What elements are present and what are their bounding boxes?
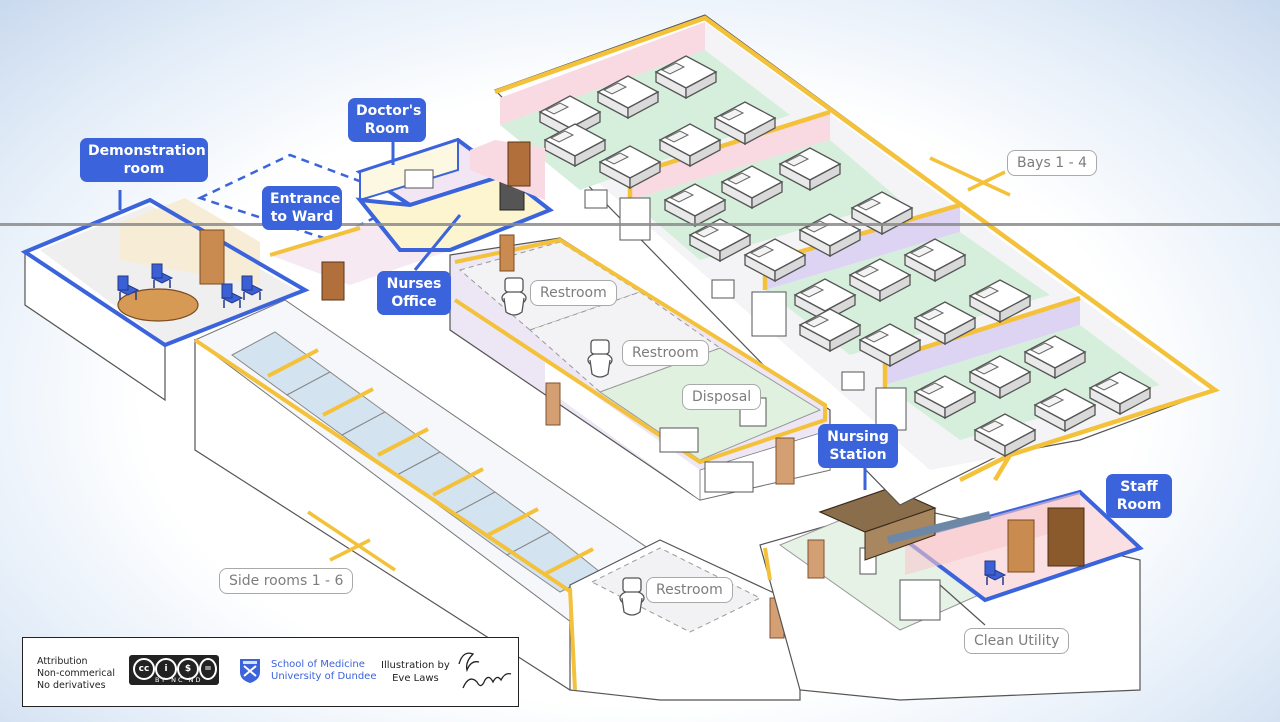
door-icon — [499, 234, 515, 272]
whiteboard — [404, 169, 434, 189]
staff-room-label: Staff Room — [1106, 474, 1172, 518]
restroom-top-label: Restroom — [530, 280, 617, 306]
door-icon — [545, 382, 561, 426]
bookshelf — [1047, 507, 1085, 567]
staff-room-wall — [905, 492, 1080, 575]
bay-furniture — [584, 189, 907, 431]
label-line: Nursing — [827, 429, 889, 445]
demonstration-room-label: Demonstration room — [80, 138, 208, 182]
toilet-icon — [587, 339, 613, 378]
by-circle: i — [155, 658, 177, 680]
label-line: Staff — [1120, 479, 1158, 495]
disposal-label: Disposal — [682, 384, 762, 410]
nd-circle: = — [199, 658, 217, 680]
side-rooms-label: Side rooms 1 - 6 — [219, 568, 354, 594]
bottom-restroom-walls — [568, 587, 577, 691]
label-line: Doctor's — [356, 103, 422, 119]
bays-pointer — [929, 156, 1011, 197]
toilet-icon — [619, 577, 645, 616]
label-line: Station — [829, 447, 887, 463]
entrance-to-ward-label: Entrance to Ward — [262, 186, 342, 230]
label-line: Demonstration — [88, 143, 206, 159]
restroom-middle-label: Restroom — [622, 340, 709, 366]
demo-room-wall — [120, 198, 260, 285]
side-room-walls — [193, 338, 594, 600]
bays-label: Bays 1 - 4 — [1007, 150, 1097, 176]
side-rooms-pointer-2 — [329, 538, 371, 562]
clean-utility-pointer — [939, 584, 986, 626]
license-line: Non-commerical — [37, 668, 115, 679]
clean-utility-walls — [763, 547, 772, 581]
corridor-wall-blue — [887, 511, 991, 544]
credits-legend: Attribution Non-commerical No derivative… — [22, 637, 519, 707]
cc-license-icon: cc i $ = BY NC ND — [129, 655, 219, 685]
nursing-station-label: Nursing Station — [818, 424, 898, 468]
license-text: Attribution Non-commerical No derivative… — [37, 656, 115, 692]
entrance-walls — [269, 226, 361, 257]
door-icon — [775, 437, 795, 485]
illustration-line: Eve Laws — [392, 673, 439, 684]
nc-circle: $ — [177, 658, 199, 680]
label-line: Room — [364, 121, 410, 137]
school-of-medicine-text: School of Medicine University of Dundee — [271, 659, 376, 683]
clean-utility-label: Clean Utility — [964, 628, 1070, 654]
toilet-icon — [501, 277, 527, 316]
restroom-bottom-label: Restroom — [646, 577, 733, 603]
demo-room-floor — [40, 205, 300, 343]
core-front — [545, 360, 700, 500]
doctors-room-label: Doctor's Room — [348, 98, 426, 142]
school-line: University of Dundee — [271, 671, 377, 682]
bays-pointer-2 — [967, 170, 1006, 192]
label-line: Room — [1116, 497, 1162, 513]
door-icon — [1007, 519, 1035, 573]
door-icon — [199, 229, 225, 285]
door-icon — [507, 141, 531, 187]
illustration-credit: Illustration by Eve Laws — [381, 659, 450, 685]
license-line: Attribution — [37, 656, 88, 667]
door-icon — [321, 261, 345, 301]
demo-table — [117, 288, 199, 322]
license-line: No derivatives — [37, 680, 106, 691]
core-walls — [453, 237, 827, 465]
label-line: Entrance — [270, 191, 341, 207]
university-shield-icon — [240, 659, 260, 683]
door-icon — [807, 539, 825, 579]
school-line: School of Medicine — [271, 659, 365, 670]
label-line: room — [123, 161, 165, 177]
side-rooms-pointer — [307, 510, 396, 572]
label-line: Nurses — [386, 276, 442, 292]
cc-codes: BY NC ND — [155, 676, 203, 684]
signature-icon — [458, 652, 512, 689]
side-room-cubicles — [231, 331, 601, 593]
cc-circle: cc — [133, 658, 155, 680]
label-line: Office — [391, 294, 437, 310]
illustration-line: Illustration by — [381, 660, 450, 671]
nurses-office-label: Nurses Office — [377, 271, 451, 315]
label-line: to Ward — [270, 209, 334, 225]
demo-room-outline — [20, 197, 310, 348]
scan-artifact-line — [0, 223, 1280, 226]
